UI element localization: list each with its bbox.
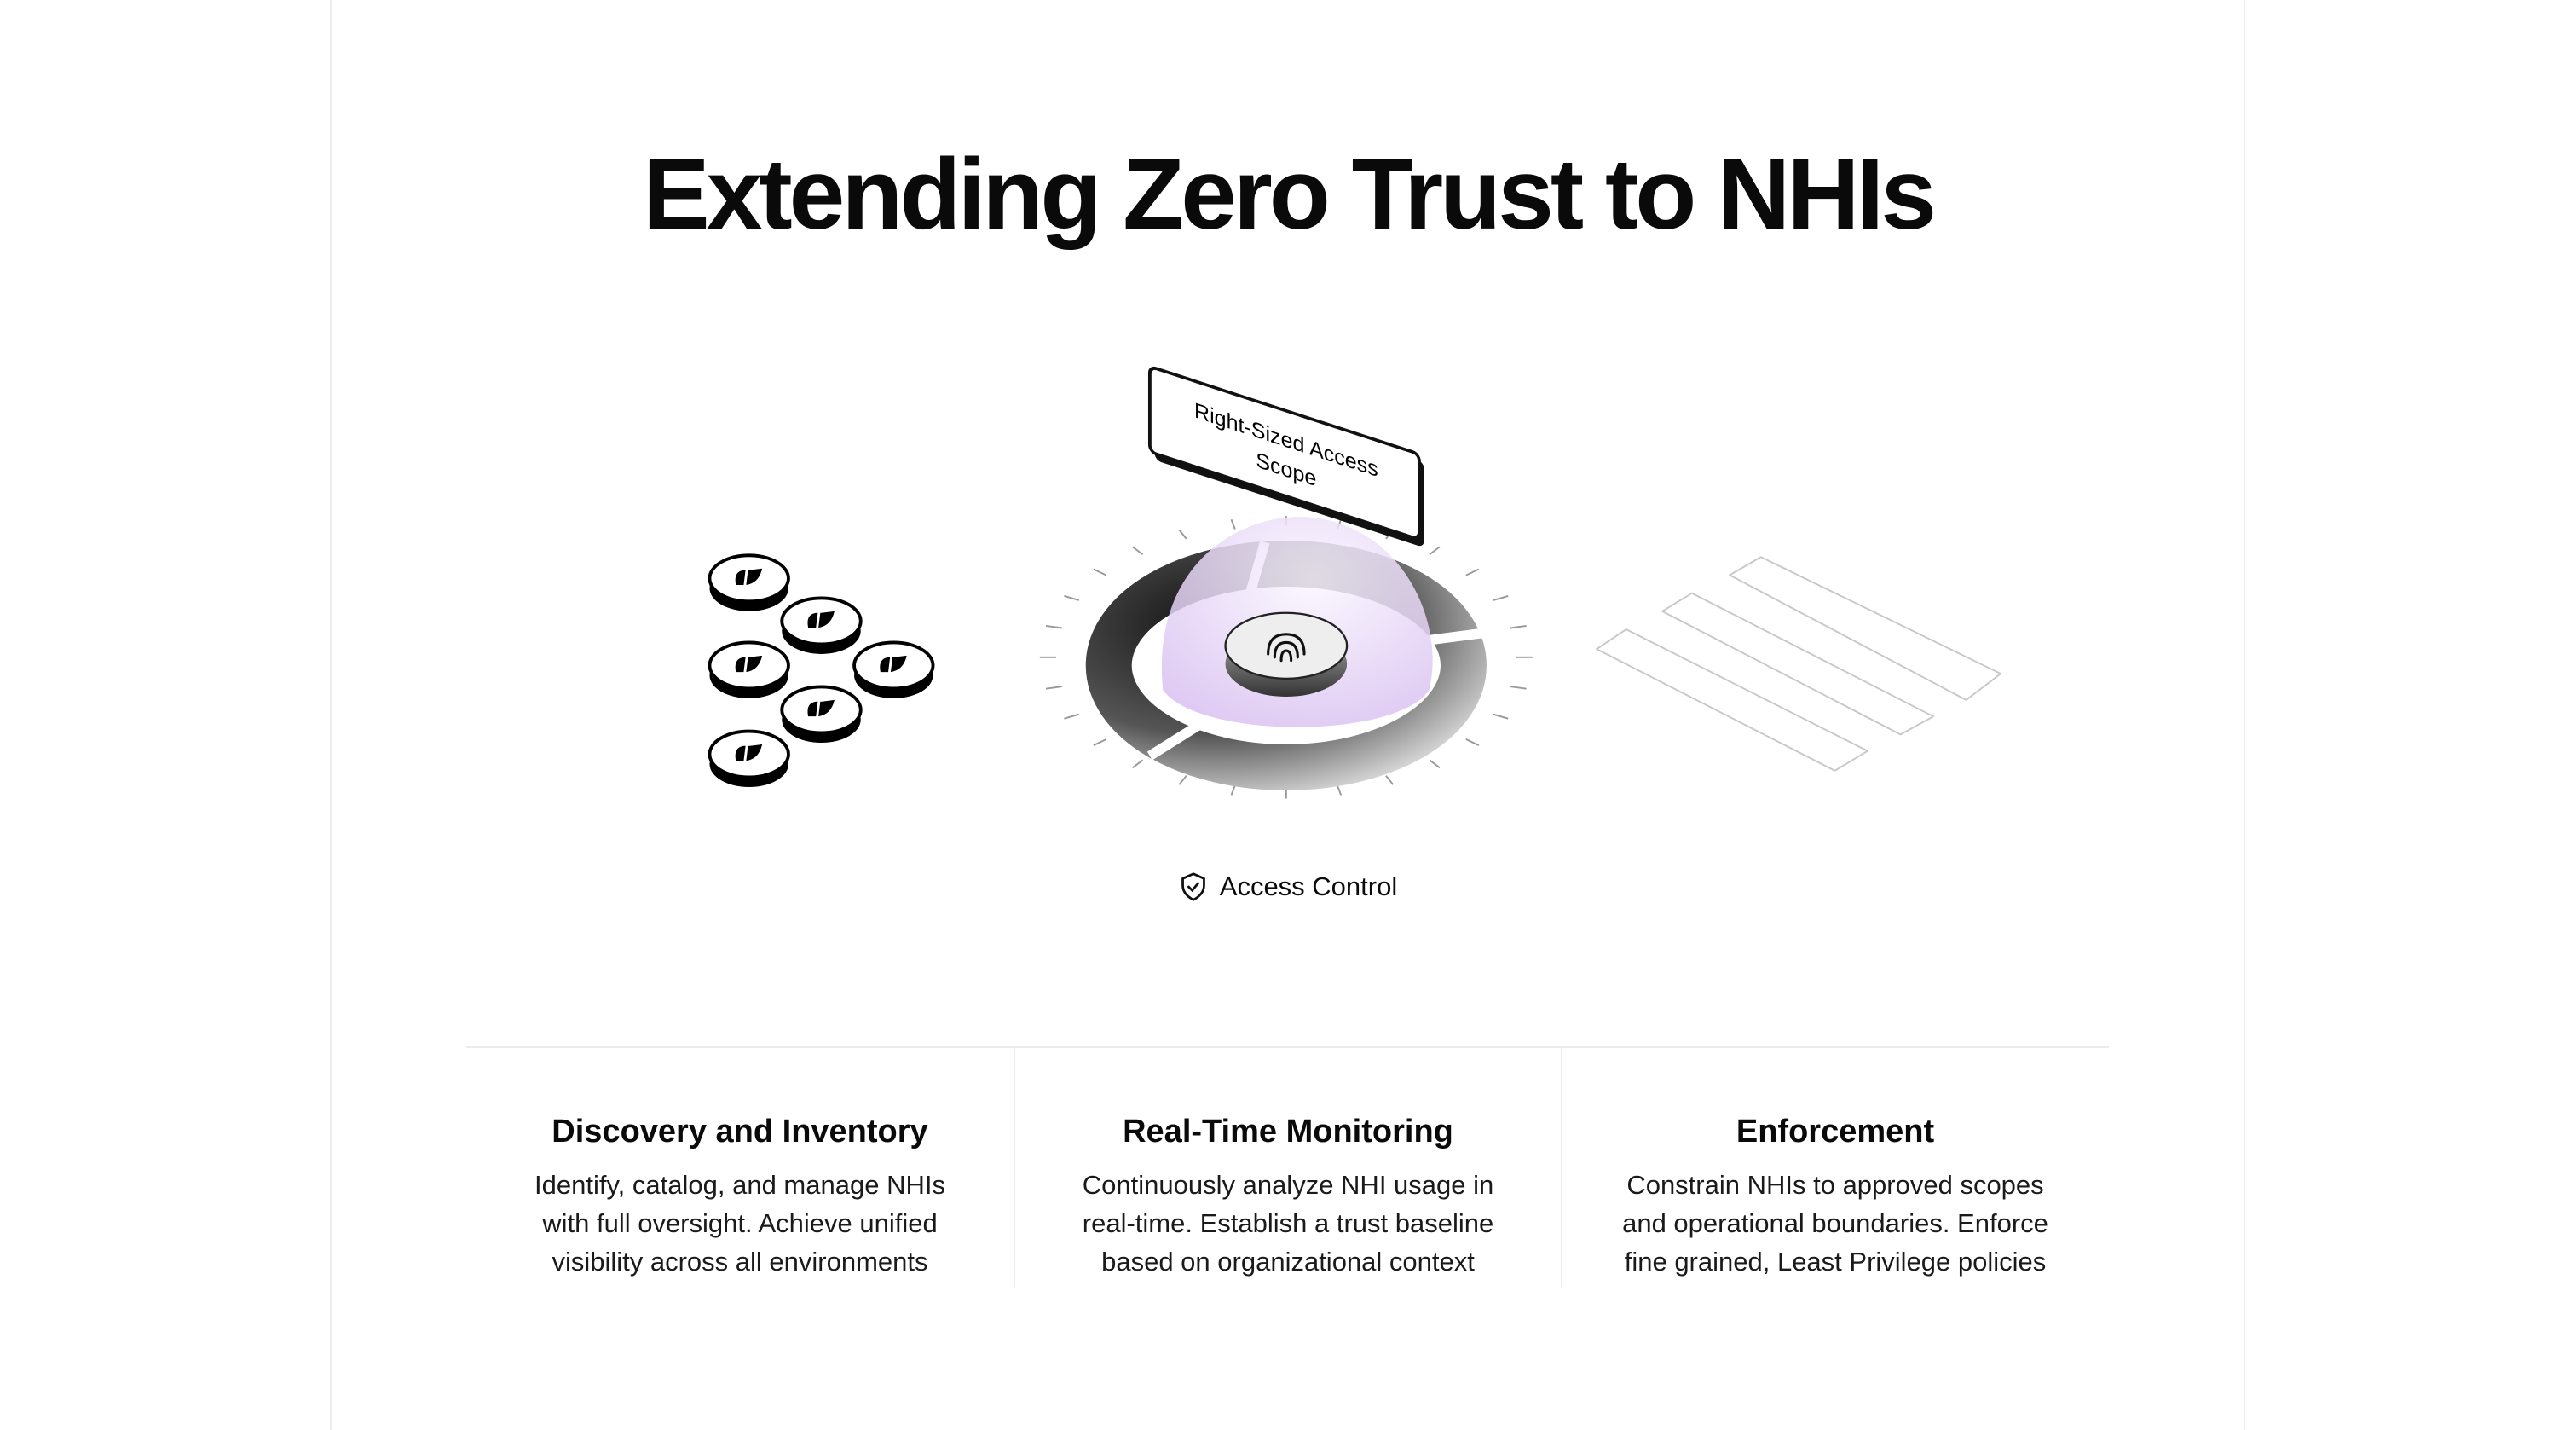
feature-line: real-time. Establish a trust baseline (1082, 1208, 1494, 1238)
tick-mark (1132, 759, 1144, 769)
tick-mark (1510, 686, 1527, 690)
feature-line: fine grained, Least Privilege policies (1624, 1247, 2047, 1277)
column-divider (1014, 1048, 1015, 1287)
shield-check-icon (1181, 872, 1205, 901)
feature-title: Enforcement (1736, 1114, 1935, 1149)
eye-slash-icon (735, 655, 763, 673)
tick-mark (1230, 518, 1236, 530)
section-divider (466, 1046, 2109, 1048)
feature-line: Continuously analyze NHI usage in (1082, 1170, 1494, 1200)
frame-right-border (2244, 0, 2245, 1430)
nhi-coin (852, 640, 935, 698)
feature-line: and operational boundaries. Enforce (1622, 1208, 2048, 1238)
badge-label: Access Control (1219, 871, 1398, 901)
eye-slash-icon (807, 611, 835, 628)
fingerprint-button (1224, 611, 1349, 698)
nhi-coin (708, 729, 790, 788)
feature-line: visibility across all environments (552, 1247, 928, 1277)
tick-mark (1465, 568, 1480, 576)
tick-mark (1064, 594, 1080, 601)
tick-mark (1064, 713, 1080, 720)
policy-stripes (1596, 556, 2002, 772)
nhi-coin (708, 640, 790, 698)
tick-mark (1132, 546, 1144, 556)
fingerprint-icon (1267, 633, 1306, 663)
tick-mark (1178, 529, 1187, 540)
nhi-coins-group (708, 553, 935, 788)
feature-line: with full oversight. Achieve unified (542, 1208, 938, 1238)
tick-mark (1465, 738, 1480, 746)
nhi-coin (780, 685, 863, 744)
tick-mark (1429, 759, 1441, 769)
tick-mark (1045, 624, 1062, 629)
frame-left-border (330, 0, 332, 1430)
feature-enforcement: Enforcement Constrain NHIs to approved s… (1562, 1114, 2109, 1281)
tick-mark (1493, 594, 1509, 601)
feature-discovery-inventory: Discovery and Inventory Identify, catalo… (466, 1114, 1014, 1281)
tick-mark (1230, 784, 1236, 796)
column-divider (1561, 1048, 1562, 1287)
access-control-badge: Access Control (0, 871, 2576, 902)
tick-mark (1178, 775, 1187, 785)
eye-slash-icon (880, 655, 907, 673)
eye-slash-icon (807, 699, 835, 717)
feature-line: Constrain NHIs to approved scopes (1626, 1170, 2044, 1200)
tick-mark (1385, 775, 1395, 785)
feature-line: based on organizational context (1101, 1247, 1475, 1277)
eye-slash-icon (735, 744, 763, 761)
feature-title: Real-Time Monitoring (1123, 1114, 1453, 1149)
tick-mark (1093, 568, 1107, 576)
tick-mark (1429, 546, 1441, 556)
page-title: Extending Zero Trust to NHIs (643, 138, 1937, 251)
feature-title: Discovery and Inventory (552, 1114, 928, 1149)
tick-mark (1510, 624, 1527, 629)
tick-mark (1493, 713, 1509, 720)
tick-mark (1336, 784, 1343, 796)
nhi-coin (780, 596, 863, 654)
feature-line: Identify, catalog, and manage NHIs (534, 1170, 945, 1200)
tick-mark (1045, 686, 1062, 690)
eye-slash-icon (735, 568, 763, 586)
nhi-coin (708, 553, 790, 611)
tick-mark (1093, 738, 1107, 746)
feature-real-time-monitoring: Real-Time Monitoring Continuously analyz… (1014, 1114, 1562, 1281)
